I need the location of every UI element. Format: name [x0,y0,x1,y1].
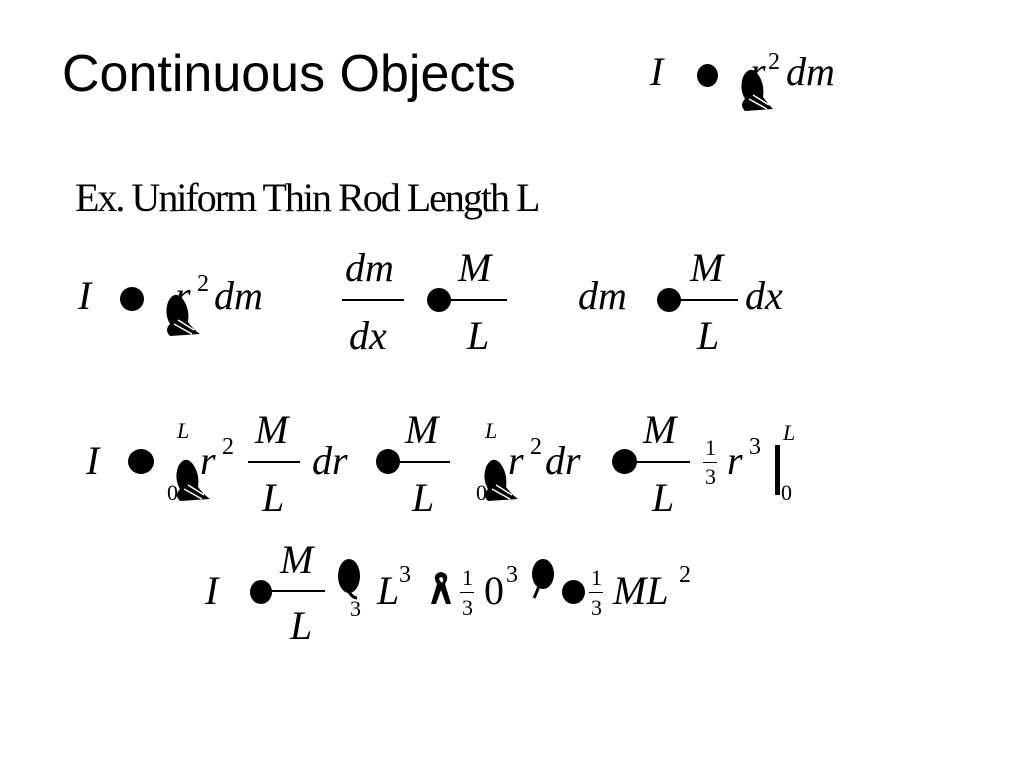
exponent: 3 [749,434,761,460]
fraction-denominator: 3 [462,595,473,620]
fraction-bar [398,461,450,463]
fraction-bar [635,461,690,463]
numerator: M [255,407,289,452]
fraction-denominator: 3 [591,595,602,620]
var-r: r [175,273,191,318]
integral-icon [741,69,773,111]
denominator: dx [349,313,387,358]
fraction-bar [342,299,404,301]
exponent: 2 [197,271,209,297]
fraction-numerator: 1 [705,435,716,460]
equals-icon [657,288,681,312]
slide-title: Continuous Objects [62,45,516,103]
integral-icon [176,459,210,501]
numerator: M [405,407,439,452]
denominator: L [290,603,313,648]
numerator: M [690,245,724,290]
fraction-bar [460,592,474,593]
fraction-denominator: 3 [705,464,716,489]
integral-icon [484,459,518,501]
fraction-denominator: 3 [350,596,361,621]
fraction-bar [589,592,603,593]
equals-icon [612,449,637,474]
var-dm: dm [786,49,835,94]
equals-icon [427,288,451,312]
example-heading: Ex. Uniform Thin Rod Length L [75,175,540,220]
zero: 0 [484,568,504,613]
var-dm: dm [578,273,627,318]
upper-limit: L [485,418,498,443]
numerator: M [280,537,314,582]
numerator: M [458,245,492,290]
fraction-bar [270,590,325,592]
fraction-bar [680,299,738,301]
left-paren-icon [338,559,360,600]
evaluation-bar [775,445,780,495]
minus-ribbon-icon [431,572,451,604]
exponent: 2 [768,49,780,75]
exponent: 2 [530,434,542,460]
var-r: r [200,438,216,483]
equals-icon [120,287,144,311]
lower-limit: 0 [167,480,178,505]
fraction-numerator: 1 [462,565,473,590]
fraction-bar [450,299,507,301]
equals-icon [697,64,718,87]
denominator: L [262,475,285,520]
var-dr: dr [312,438,348,483]
var-I: I [205,568,219,613]
exponent: 2 [222,434,234,460]
var-dm: dm [214,273,263,318]
exponent: 3 [399,562,411,588]
equals-icon [250,580,272,604]
exponent: 2 [679,562,691,588]
upper-limit: L [783,420,796,445]
numerator: M [643,407,677,452]
var-dx: dx [745,273,783,318]
var-L: L [377,568,400,613]
var-dr: dr [545,438,581,483]
var-I: I [86,438,100,483]
var-ML: ML [613,568,669,613]
equals-icon [376,449,400,474]
numerator: dm [345,245,394,290]
fraction-numerator: 1 [591,565,602,590]
var-I: I [650,49,664,94]
fraction-bar [703,462,717,463]
denominator: L [467,313,490,358]
upper-limit: L [177,418,190,443]
equals-icon [128,449,154,474]
denominator: L [697,313,720,358]
var-r: r [750,49,766,94]
denominator: L [652,475,675,520]
var-r: r [508,438,524,483]
var-I: I [78,273,92,318]
var-r: r [727,438,743,483]
denominator: L [412,475,435,520]
equals-icon [562,580,585,604]
lower-limit: 0 [781,480,792,505]
right-paren-icon [532,559,554,599]
exponent: 3 [506,562,518,588]
fraction-bar [248,461,300,463]
lower-limit: 0 [476,480,487,505]
integral-icon [166,294,200,336]
